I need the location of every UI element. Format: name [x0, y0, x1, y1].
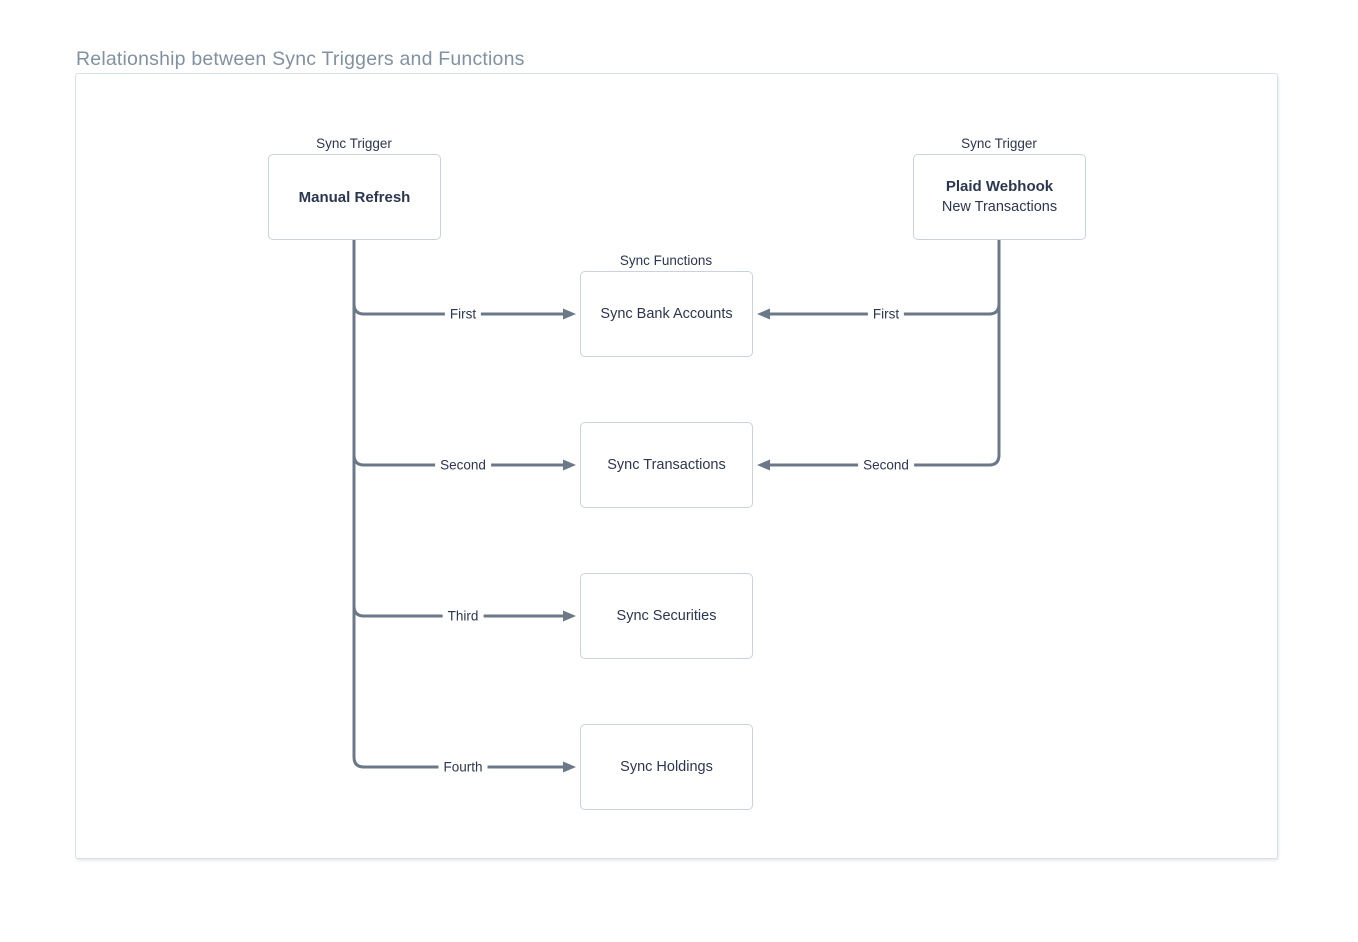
- connector-lines: [352, 240, 1001, 773]
- edge-order-label: Fourth: [438, 759, 488, 775]
- edge-order-label: Second: [435, 457, 491, 473]
- function-box-sync-bank-accounts: Sync Bank Accounts: [580, 271, 753, 357]
- function-title: Sync Holdings: [620, 758, 713, 775]
- edge-manual-refresh-first: [352, 303, 563, 316]
- edge-order-label: Third: [442, 608, 484, 624]
- diagram-panel: Sync Trigger Sync Trigger Sync Functions…: [75, 73, 1278, 859]
- arrowhead-right-icon: [563, 308, 576, 320]
- function-title: Sync Transactions: [607, 456, 726, 473]
- edge-order-label: First: [867, 306, 905, 322]
- edge-order-label: Second: [858, 457, 914, 473]
- edge-manual-refresh-second: [352, 454, 563, 467]
- function-box-sync-holdings: Sync Holdings: [580, 724, 753, 810]
- function-box-sync-transactions: Sync Transactions: [580, 422, 753, 508]
- trigger-title: Manual Refresh: [298, 188, 411, 206]
- trigger-subtitle: New Transactions: [941, 199, 1058, 215]
- edge-manual-refresh-trunk-and-fourth: [352, 240, 563, 769]
- edge-order-label: First: [444, 306, 482, 322]
- trigger-box-manual-refresh: Manual Refresh: [268, 154, 441, 240]
- edge-plaid-webhook-trunk-and-second: [770, 240, 1001, 467]
- function-title: Sync Bank Accounts: [600, 305, 733, 322]
- trigger-box-plaid-webhook: Plaid Webhook New Transactions: [913, 154, 1086, 240]
- sync-functions-label: Sync Functions: [619, 253, 713, 268]
- sync-trigger-label-left: Sync Trigger: [316, 136, 392, 151]
- function-box-sync-securities: Sync Securities: [580, 573, 753, 659]
- arrowhead-right-icon: [563, 459, 576, 471]
- arrowhead-left-icon: [757, 459, 770, 471]
- edge-manual-refresh-third: [352, 605, 563, 618]
- trigger-title: Plaid Webhook: [945, 178, 1054, 195]
- edge-plaid-webhook-first: [770, 303, 1001, 316]
- sync-trigger-label-right: Sync Trigger: [961, 136, 1037, 151]
- function-title: Sync Securities: [616, 607, 717, 624]
- arrowhead-right-icon: [563, 610, 576, 622]
- arrowhead-left-icon: [757, 308, 770, 320]
- page-title: Relationship between Sync Triggers and F…: [76, 48, 525, 70]
- arrowhead-right-icon: [563, 761, 576, 773]
